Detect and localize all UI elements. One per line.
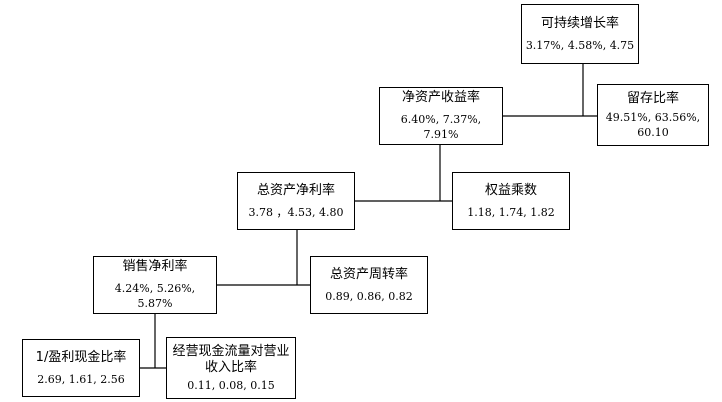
node-values: 3.17%, 4.58%, 4.75 [525,38,635,52]
node-operating-cash-flow-to-revenue: 经营现金流量对营业收入比率 0.11, 0.08, 0.15 [166,337,296,399]
node-values: 2.69, 1.61, 2.56 [37,372,125,386]
node-values: 6.40%, 7.37%, 7.91% [400,113,482,141]
node-title: 权益乘数 [484,182,537,198]
node-net-profit-margin: 销售净利率 4.24%, 5.26%, 5.87% [93,256,217,314]
node-title: 总资产周转率 [329,266,408,282]
node-values: 3.78 ，4.53, 4.80 [248,205,344,219]
node-values: 1.18, 1.74, 1.82 [467,205,555,219]
node-inverse-cash-ratio: 1/盈利现金比率 2.69, 1.61, 2.56 [22,339,140,397]
node-title: 净资产收益率 [401,90,480,105]
node-title: 销售净利率 [122,259,188,274]
node-return-on-assets: 总资产净利率 3.78 ，4.53, 4.80 [237,172,355,230]
node-title: 1/盈利现金比率 [35,349,127,365]
node-title: 总资产净利率 [256,182,335,198]
node-equity-multiplier: 权益乘数 1.18, 1.74, 1.82 [452,172,570,230]
node-values: 0.11, 0.08, 0.15 [187,378,275,392]
node-return-on-equity: 净资产收益率 6.40%, 7.37%, 7.91% [379,87,503,145]
node-values: 4.24%, 5.26%, 5.87% [114,282,196,310]
node-values: 49.51%, 63.56%, 60.10 [605,110,701,139]
node-total-asset-turnover: 总资产周转率 0.89, 0.86, 0.82 [310,256,428,314]
node-retention-ratio: 留存比率 49.51%, 63.56%, 60.10 [597,84,709,146]
node-title: 可持续增长率 [540,15,619,31]
node-values: 0.89, 0.86, 0.82 [325,289,413,303]
node-sustainable-growth-rate: 可持续增长率 3.17%, 4.58%, 4.75 [521,4,639,64]
node-title: 留存比率 [626,90,679,106]
node-title: 经营现金流量对营业收入比率 [172,343,290,375]
